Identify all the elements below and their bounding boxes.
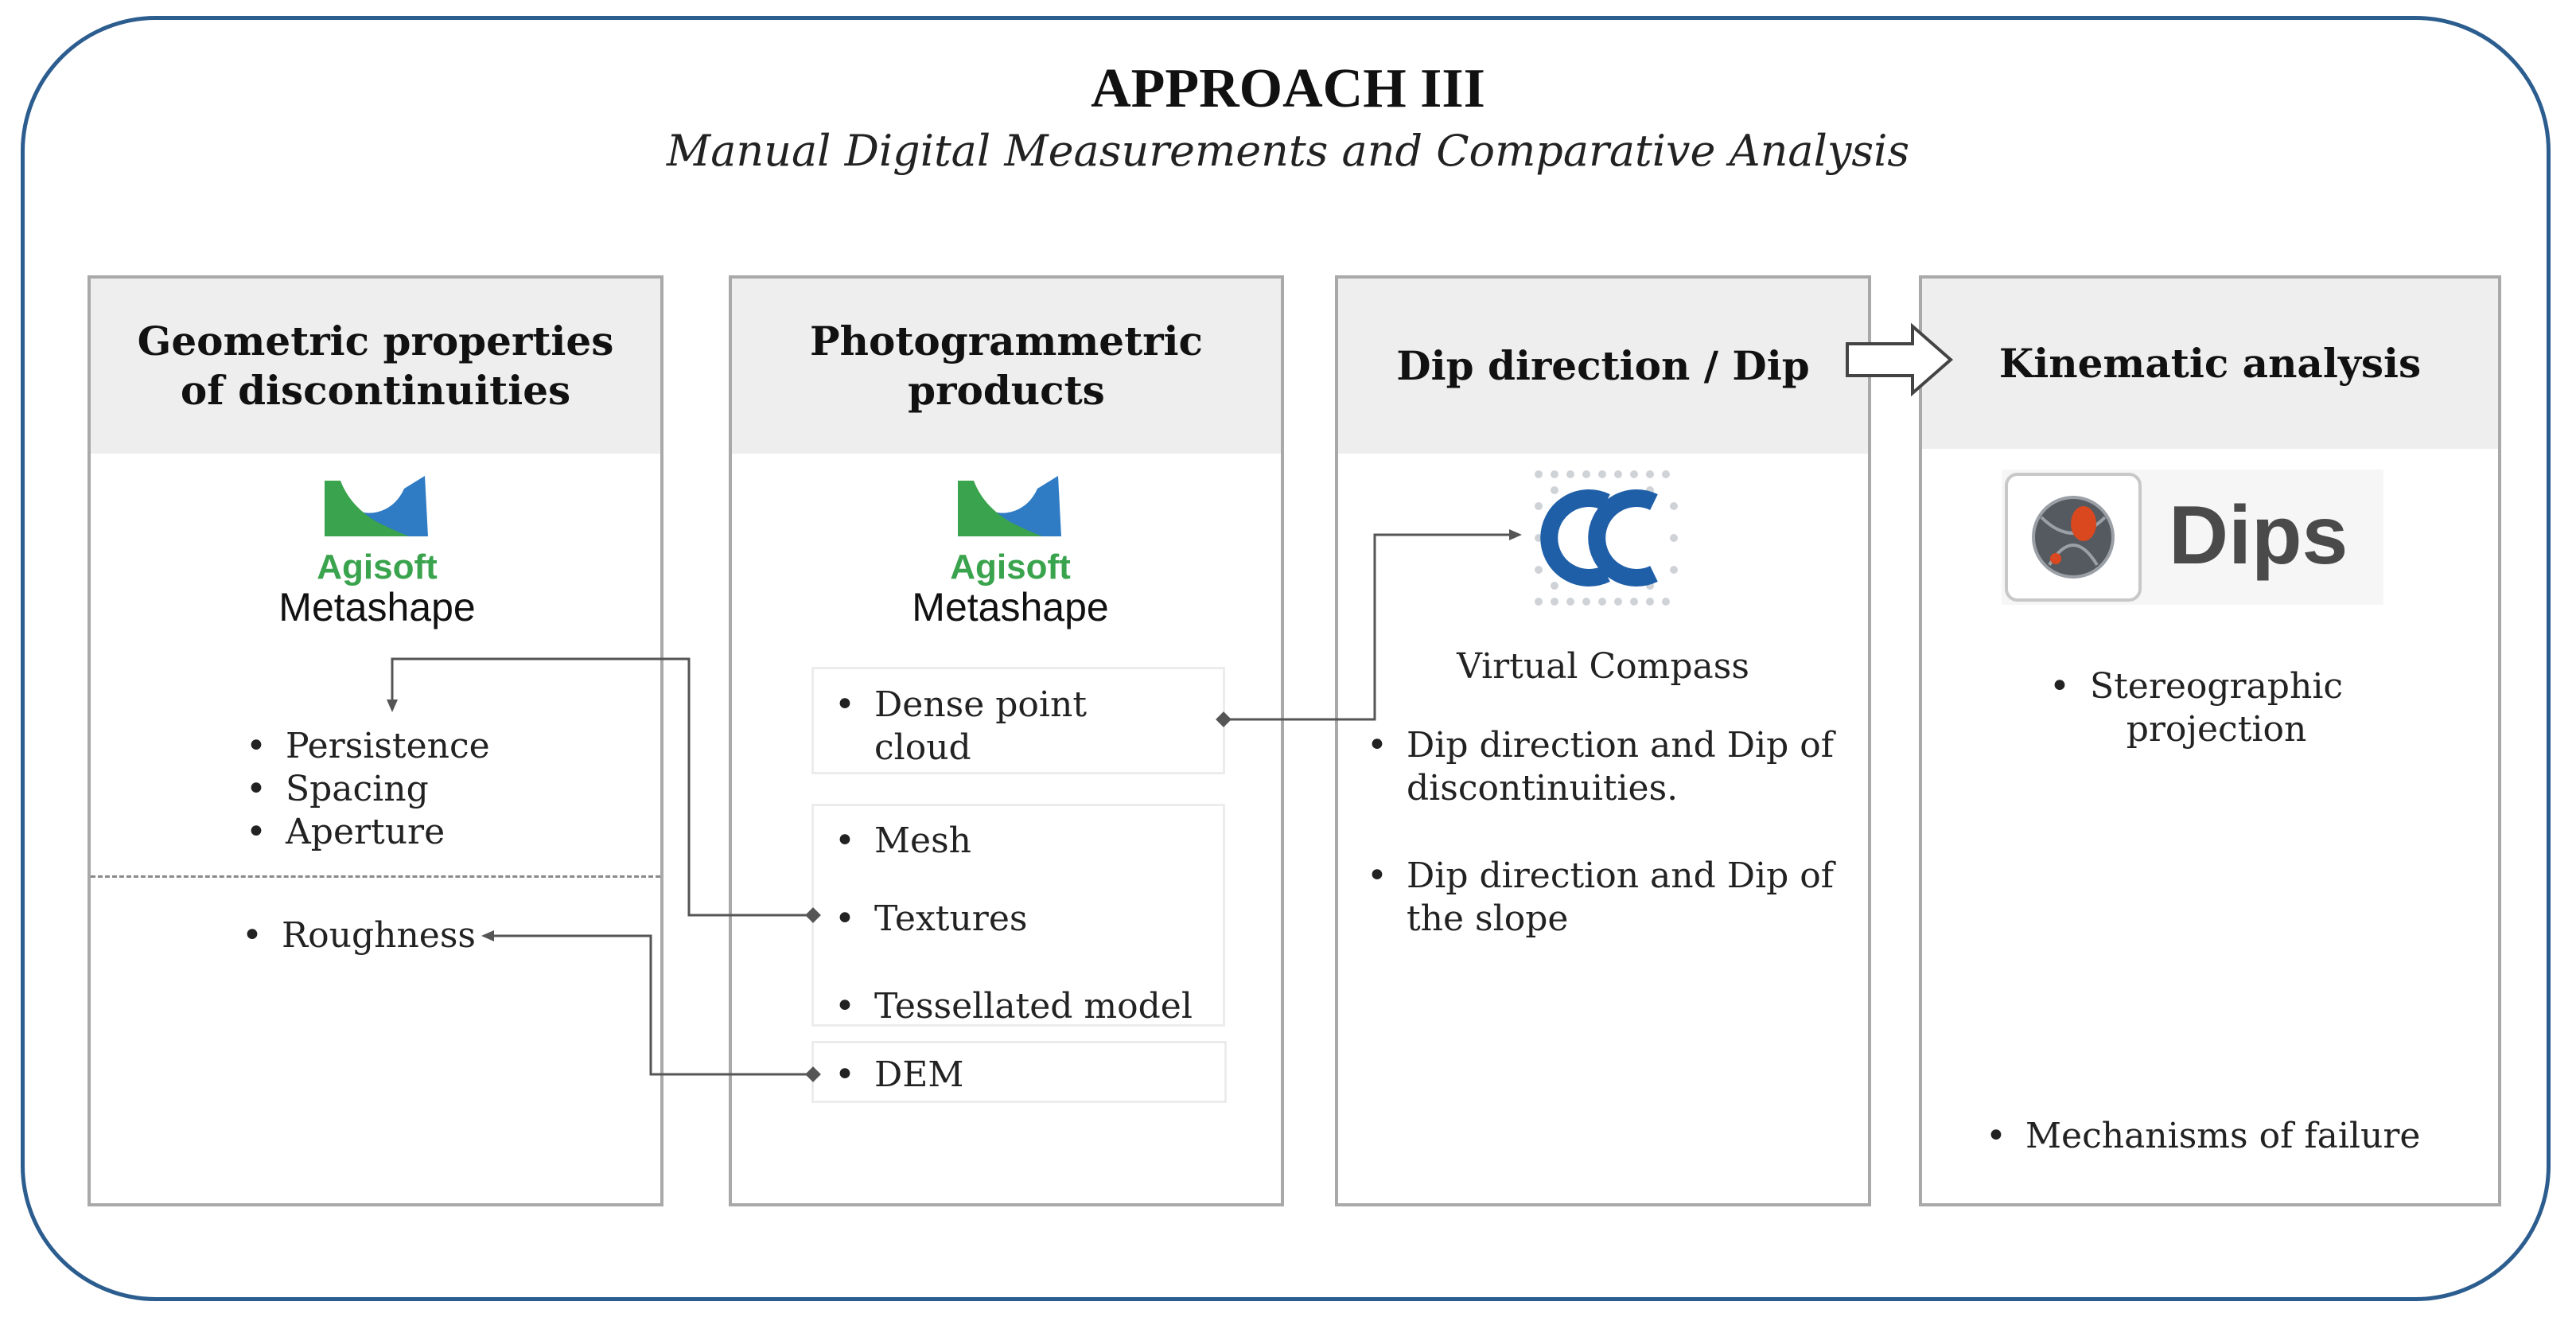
agisoft-mark-icon (313, 476, 433, 536)
list-item-tessellated-model: Tessellated model (835, 986, 1193, 1027)
cloudcompare-logo (1535, 470, 1678, 606)
connector-dem-to-roughness (481, 930, 813, 1076)
dips-stereonet-icon (2005, 473, 2142, 602)
agisoft-mark-icon (947, 476, 1066, 536)
metashape-product-text: Metashape (278, 585, 476, 629)
connector-dense-cloud-to-cloudcompare (1224, 529, 1522, 721)
panel-photogrammetric-title: Photogrammetric products (732, 279, 1281, 454)
panel-photogrammetric-products: Photogrammetric products Agisoft Metasha… (729, 275, 1284, 1206)
panel-kinematic-title: Kinematic analysis (1922, 279, 2498, 449)
list-item-textures: Textures (835, 898, 1028, 939)
panel-kinematic-analysis: Kinematic analysis Dips • Stereographic … (1919, 275, 2501, 1206)
diagram-subtitle: Manual Digital Measurements and Comparat… (666, 126, 1910, 176)
agisoft-metashape-logo: Agisoft Metashape (907, 474, 1114, 629)
virtual-compass-caption: Virtual Compass (1457, 646, 1749, 687)
agisoft-brand-text: Agisoft (317, 548, 438, 587)
list-item-stereographic-projection: • Stereographic projection (2041, 665, 2391, 751)
list-item-persistence: Persistence (246, 726, 490, 766)
product-box-dem: DEM (811, 1041, 1227, 1103)
list-item-aperture: Aperture (246, 812, 445, 852)
connector-diamond (805, 1066, 821, 1082)
list-item-roughness: Roughness (242, 915, 476, 956)
list-item-mechanisms-of-failure: Mechanisms of failure (1986, 1116, 2420, 1156)
list-item-dip-discontinuities: Dip direction and Dip of discontinuities… (1367, 724, 1836, 810)
metashape-product-text: Metashape (912, 585, 1109, 629)
list-item-dem: DEM (835, 1054, 964, 1095)
connector-textures-to-persistence (387, 657, 813, 917)
connector-diamond (1216, 711, 1232, 727)
list-item-spacing: Spacing (246, 769, 429, 809)
list-item-dip-slope: Dip direction and Dip of the slope (1367, 855, 1836, 941)
flow-arrow-icon (1846, 322, 1954, 397)
product-box-dense-cloud: Dense point cloud (811, 667, 1225, 774)
panel-geometric-properties: Geometric properties of discontinuities … (88, 275, 663, 1206)
panel-dip-direction: Dip direction / Dip Virtual Compass Dip … (1335, 275, 1871, 1206)
panel-divider-dashed (91, 875, 660, 878)
list-item-dense-point-cloud: Dense point cloud (835, 684, 1105, 770)
panel-geometric-title: Geometric properties of discontinuities (91, 279, 660, 454)
product-box-mesh: Mesh Textures Tessellated model (811, 804, 1225, 1027)
dot-grid-icon (1535, 470, 1678, 606)
dips-product-text: Dips (2169, 489, 2348, 582)
connector-diamond (805, 907, 821, 923)
bullet-marker: • (2049, 666, 2070, 707)
agisoft-metashape-logo: Agisoft Metashape (274, 474, 481, 629)
agisoft-brand-text: Agisoft (950, 548, 1071, 587)
diagram-title: APPROACH III (1091, 58, 1485, 119)
dips-logo: Dips (2002, 470, 2383, 605)
diagram-frame (21, 16, 2551, 1301)
list-item-mesh: Mesh (835, 820, 971, 861)
panel-dip-title: Dip direction / Dip (1338, 279, 1868, 454)
stereographic-projection-text: Stereographic projection (2089, 666, 2344, 750)
